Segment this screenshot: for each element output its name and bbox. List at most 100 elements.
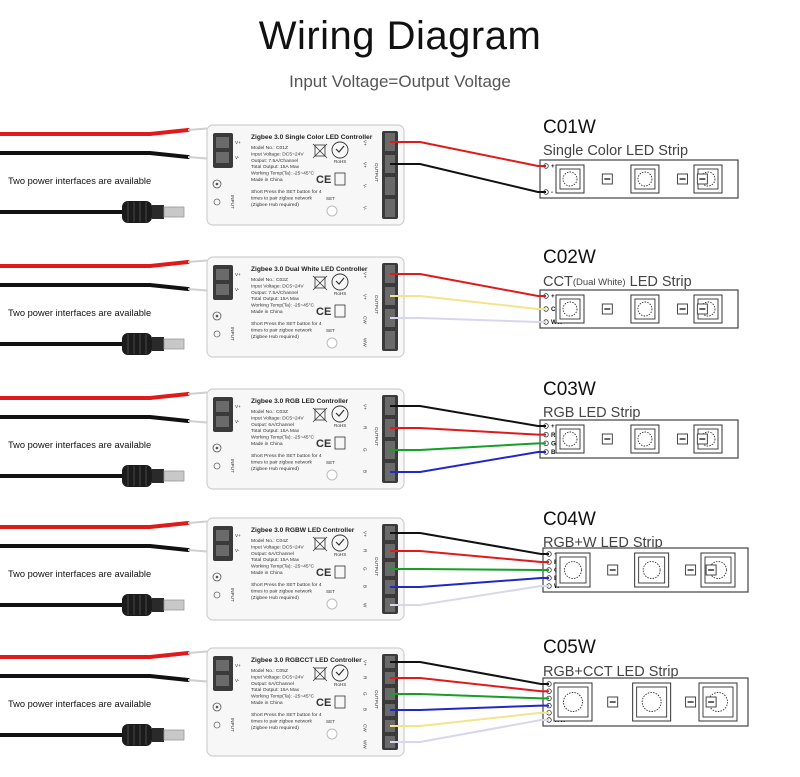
input-terminal-screw (216, 416, 229, 427)
led-chip-inner (559, 556, 587, 584)
controller-spec: Output: 6A/Channel (251, 551, 294, 557)
output-label: OUTPUT (374, 690, 379, 709)
power-interfaces-label: Two power interfaces are available (8, 176, 151, 186)
led-chip-die (562, 301, 578, 317)
input-vplus-label: V+ (235, 272, 241, 277)
output-terminal-label: V+ (362, 404, 367, 410)
unit-c02w: Two power interfaces are availableV+V-IN… (0, 247, 739, 358)
output-wire-black (390, 661, 549, 685)
controller-spec: Output: 7.5A/Channel (251, 158, 298, 164)
controller-title: Zigbee 3.0 RGB LED Controller (251, 398, 349, 405)
set-label: SET (326, 589, 335, 594)
controller-spec: Made in China (251, 309, 283, 315)
dc-plug-body (122, 333, 152, 355)
controller-box (206, 124, 405, 226)
controller-instruction: (Zigbee Hub required) (251, 466, 299, 472)
weee-cross-icon (312, 666, 328, 682)
output-label: OUTPUT (374, 427, 379, 446)
weee-bin-icon (314, 144, 326, 157)
led-chip-die (562, 171, 578, 187)
led-chip-inner (704, 556, 732, 584)
controller-instruction: Short Press the SET button for 4 (251, 582, 322, 588)
ce-mark: CE (316, 567, 331, 579)
ce-mark: CE (316, 438, 331, 450)
input-vplus-label: V+ (235, 404, 241, 409)
output-wire-black (390, 532, 549, 555)
controller-spec: Working Temp(Ta): -25~45°C (251, 171, 315, 177)
set-button (326, 337, 338, 349)
strip-pin-label: G (551, 441, 556, 448)
controller-spec: Total Output: 15A Max (251, 296, 300, 302)
set-label: SET (326, 719, 335, 724)
strip-pin-label: + (551, 423, 555, 430)
output-terminal-label: V- (362, 184, 367, 189)
model-name: C01W (543, 117, 596, 138)
led-chip-inner (559, 428, 581, 450)
controller-title: Zigbee 3.0 Dual White LED Controller (251, 266, 368, 273)
dc-jack-icon (212, 702, 222, 712)
output-wire-cw (390, 295, 546, 310)
output-terminal-label: CW (362, 724, 367, 732)
controller-spec: Output: 6A/Channel (251, 681, 294, 687)
led-chip-die (637, 431, 653, 447)
dc-jack-pin (215, 575, 219, 579)
input-terminal-screw (216, 137, 229, 148)
output-terminal-label: V+ (362, 140, 367, 146)
set-label: SET (326, 460, 335, 465)
rohs-icon (331, 405, 349, 423)
led-chip (555, 294, 585, 324)
dc-jack-pin (215, 182, 219, 186)
model-name: C05W (543, 637, 596, 658)
dc-jack-icon (212, 443, 222, 453)
page-title: Wiring Diagram (258, 14, 542, 58)
output-terminal-screw (385, 177, 395, 195)
controller-instruction: times to pair zigbee network (251, 718, 312, 724)
output-terminal-screw (385, 199, 395, 217)
input-black-wire (0, 674, 190, 682)
controller-title: Zigbee 3.0 Single Color LED Controller (251, 134, 373, 141)
led-chip (630, 164, 660, 194)
controller-box (206, 256, 405, 358)
rohs-icon (331, 141, 349, 159)
led-chip (555, 424, 585, 454)
dc-jack-icon (212, 311, 222, 321)
input-vplus-label: V+ (235, 140, 241, 145)
led-chip-die (637, 301, 653, 317)
dc-plug-body (122, 201, 152, 223)
output-wire-red (390, 427, 546, 436)
dc-plug-body (122, 724, 152, 746)
rohs-label: RoHS (334, 159, 346, 164)
controller-title: Zigbee 3.0 RGBCCT LED Controller (251, 657, 362, 664)
dc-plug-neck (152, 469, 164, 483)
output-terminal-label: V+ (362, 660, 367, 666)
model-name: C03W (543, 379, 596, 400)
weee-bin-icon (314, 667, 326, 680)
output-wire-blue (390, 451, 546, 473)
led-chip (634, 552, 670, 588)
led-chip (553, 682, 593, 722)
dc-jack-icon (212, 572, 222, 582)
controller-spec: Input Voltage: DC5~24V (251, 151, 304, 157)
rohs-icon (331, 534, 349, 552)
led-chip-die (562, 431, 578, 447)
unit-c05w: Two power interfaces are availableV+V-IN… (0, 637, 749, 757)
input-red-wire (0, 260, 190, 268)
controller-spec: Working Temp(Ta): -25~45°C (251, 303, 315, 309)
dc-jack-pin (215, 705, 219, 709)
model-name: C04W (543, 509, 596, 530)
controller-spec: Made in China (251, 570, 283, 576)
strip-type-main: CCT (543, 274, 573, 290)
output-terminal-label: V- (362, 206, 367, 211)
input-label: INPUT (230, 718, 235, 732)
controller-box (206, 647, 405, 757)
input-black-wire (0, 544, 190, 552)
weee-cross-icon (312, 143, 328, 159)
weee-bin-icon (314, 276, 326, 289)
led-chip-die (641, 692, 662, 712)
output-terminal-label: G (362, 448, 367, 452)
dc-plug-tip (163, 470, 185, 482)
dc-plug-neck (152, 205, 164, 219)
strip-type-label: RGB LED Strip (543, 405, 641, 421)
polarity-icon (213, 591, 221, 599)
dc-plug-tip (163, 206, 185, 218)
